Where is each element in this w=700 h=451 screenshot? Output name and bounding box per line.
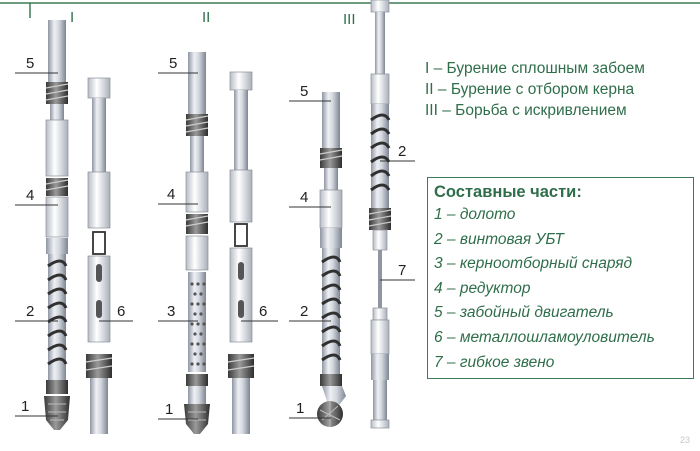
callout-label: 4 (26, 187, 35, 204)
mode-legend: I – Бурение сплошным забоем II – Бурение… (425, 58, 695, 121)
callout-label: 2 (398, 143, 407, 160)
callout-label: 6 (117, 303, 126, 320)
callout-label: 1 (165, 401, 174, 418)
callout-label: 1 (21, 398, 30, 415)
callout-label: 3 (167, 303, 176, 320)
callout-label: 2 (300, 303, 309, 320)
assembly-1-main (44, 20, 70, 430)
legend-line: II – Бурение с отбором керна (425, 81, 635, 98)
callout-label: 1 (296, 400, 305, 417)
callout-label: 5 (169, 55, 178, 72)
parts-item: 2 – винтовая УБТ (434, 230, 564, 248)
parts-item: 4 – редуктор (434, 279, 531, 297)
callout-label: 7 (398, 262, 407, 279)
parts-title: Составные части: (434, 183, 582, 201)
assembly-2-main (184, 52, 210, 434)
callout-lines (15, 72, 415, 420)
callout-label: 2 (26, 303, 35, 320)
parts-item: 5 – забойный двигатель (434, 304, 614, 322)
callout-label: 5 (26, 55, 35, 72)
assembly-3-flexible-string (368, 0, 392, 429)
assembly-2-metal-catcher (227, 71, 255, 434)
legend-line: III – Борьба с искривлением (425, 102, 627, 119)
column-numeral-1: I (70, 9, 75, 26)
parts-item: 6 – металлошламоуловитель (434, 328, 655, 346)
callout-label: 4 (167, 186, 176, 203)
page-number: 23 (679, 435, 690, 445)
column-numeral-2: II (202, 9, 211, 26)
callout-label: 6 (259, 303, 268, 320)
parts-item: 3 – керноотборный снаряд (434, 255, 633, 273)
legend-line: I – Бурение сплошным забоем (425, 60, 645, 77)
column-numeral-3: III (343, 11, 356, 28)
callout-label: 5 (300, 83, 309, 100)
assembly-3-main (317, 92, 346, 427)
assembly-1-metal-catcher (85, 77, 113, 434)
parts-item: 7 – гибкое звено (434, 353, 555, 371)
parts-list-box: Составные части: 1 – долото 2 – винтовая… (427, 177, 694, 379)
parts-item: 1 – долото (434, 206, 516, 223)
callout-label: 4 (300, 189, 309, 206)
